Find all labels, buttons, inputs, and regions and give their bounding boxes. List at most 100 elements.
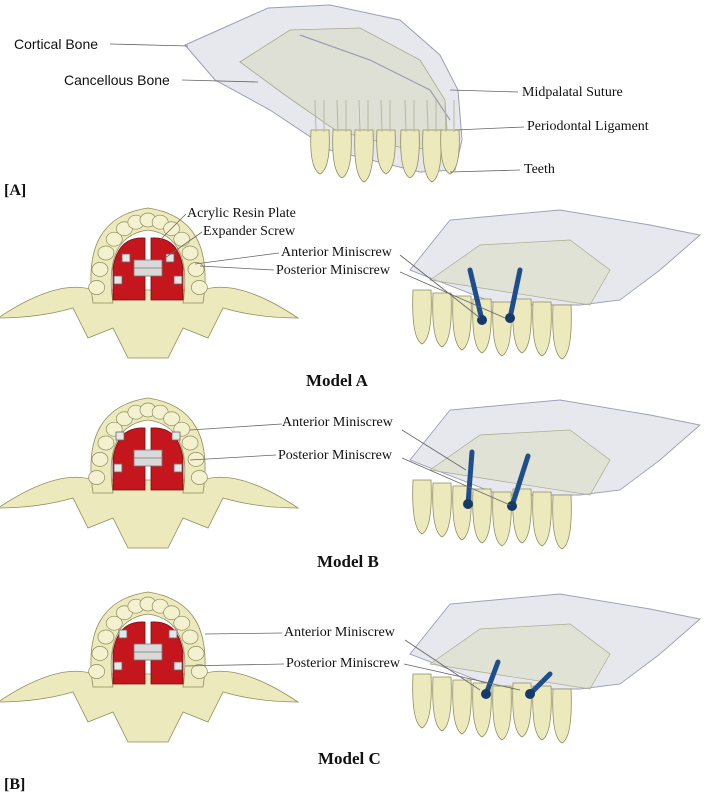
lateral-tooth (512, 488, 532, 544)
arch-tooth (191, 280, 208, 295)
leader-line (403, 663, 521, 691)
teeth-row (310, 99, 460, 183)
miniscrew-head (121, 253, 131, 263)
tooth (332, 129, 352, 179)
model-a-anterior-label: Anterior Miniscrew (281, 245, 392, 260)
leader-line (164, 231, 203, 259)
leader-line (399, 271, 506, 319)
maxilla-base (0, 670, 300, 743)
miniscrew-shaft (467, 267, 485, 323)
lateral-tooth (452, 679, 472, 735)
arch-tooth (91, 646, 109, 661)
model-c-anterior-label: Anterior Miniscrew (284, 625, 395, 640)
miniscrew-head (525, 689, 535, 699)
lateral-tooth (492, 685, 512, 741)
lateral-tooth (492, 301, 512, 357)
acrylic-resin-plate-left (112, 237, 146, 301)
lateral-tooth (472, 488, 492, 544)
leader-line (159, 213, 187, 241)
miniscrew-shaft (507, 267, 523, 321)
miniscrew-shaft (465, 449, 475, 507)
arch-tooth (97, 629, 115, 645)
arch-tooth (91, 262, 109, 277)
miniscrew-head (113, 661, 123, 671)
midpalatal-suture-line (299, 34, 451, 121)
lateral-tooth (472, 298, 492, 354)
model-b-posterior-label: Posterior Miniscrew (278, 448, 392, 463)
model-c-group (0, 591, 701, 744)
tooth (310, 129, 330, 175)
midpalatal-suture-label: Midpalatal Suture (522, 85, 623, 100)
tooth (376, 129, 396, 175)
periodontal-ligament-label: Periodontal Ligament (527, 119, 649, 134)
model-c-title: Model C (318, 749, 381, 768)
leader-line (194, 252, 280, 265)
arch-tooth (105, 231, 123, 247)
miniscrew-head (168, 629, 178, 639)
acrylic-resin-plate-left (112, 427, 146, 491)
lateral-tooth (492, 491, 512, 547)
arch-tooth (173, 615, 191, 631)
arch-tooth (105, 615, 123, 631)
lateral-tooth (552, 494, 572, 550)
leader-line (199, 265, 275, 271)
lateral-tooth (552, 304, 572, 360)
arch-tooth (163, 605, 180, 621)
tooth-root (358, 99, 369, 133)
arch-tooth (91, 452, 109, 467)
panel-a-leaders (109, 43, 525, 173)
acrylic-resin-plate-right (150, 427, 184, 491)
model-a-group (0, 207, 701, 360)
acrylic-resin-plate-right (150, 237, 184, 301)
miniscrew-head (173, 661, 183, 671)
tooth-root (404, 99, 415, 133)
cancellous-bone-label: Cancellous Bone (64, 72, 170, 88)
lateral-cancellous (429, 429, 611, 496)
lateral-tooth (412, 673, 432, 729)
model-b-title: Model B (317, 552, 379, 571)
leader-line (189, 454, 277, 461)
arch-tooth (88, 470, 105, 485)
miniscrew-shaft (509, 453, 531, 509)
lateral-tooth (552, 688, 572, 744)
panel-a-tag: [A] (4, 182, 27, 199)
miniscrew-head (113, 275, 123, 285)
arch-tooth (88, 664, 105, 679)
miniscrew-head (507, 501, 517, 511)
model-b-anterior-label: Anterior Miniscrew (282, 415, 393, 430)
leader-line (189, 423, 283, 431)
miniscrew-head (173, 275, 183, 285)
miniscrew-head (113, 463, 123, 473)
cortical-bone-label: Cortical Bone (14, 36, 99, 52)
cancellous-bone-region (239, 27, 449, 151)
arch-tooth (97, 245, 115, 261)
tooth-root (314, 99, 325, 133)
miniscrew-head (118, 629, 128, 639)
leader-line (401, 457, 511, 506)
tooth (354, 129, 374, 183)
model-b-group (0, 397, 701, 550)
miniscrew-head (171, 431, 181, 441)
miniscrew-shaft (483, 659, 501, 697)
model-a-posterior-label: Posterior Miniscrew (276, 263, 390, 278)
tooth-root (336, 99, 347, 133)
arch-tooth (187, 646, 205, 661)
arch-tooth (97, 435, 115, 451)
lateral-tooth (412, 289, 432, 345)
tooth (400, 129, 420, 179)
leader-line (401, 429, 467, 471)
arch-tooth (187, 262, 205, 277)
tooth-root (444, 99, 455, 133)
lateral-tooth (512, 298, 532, 354)
miniscrew-head (481, 689, 491, 699)
model-a-title: Model A (306, 371, 368, 390)
tooth-root (426, 99, 437, 133)
panel-b-tag: [B] (4, 776, 26, 793)
arch-tooth (181, 435, 199, 451)
arch-tooth (191, 470, 208, 485)
leader-line (204, 632, 283, 635)
miniscrew-head (173, 463, 183, 473)
arch-tooth (181, 245, 199, 261)
